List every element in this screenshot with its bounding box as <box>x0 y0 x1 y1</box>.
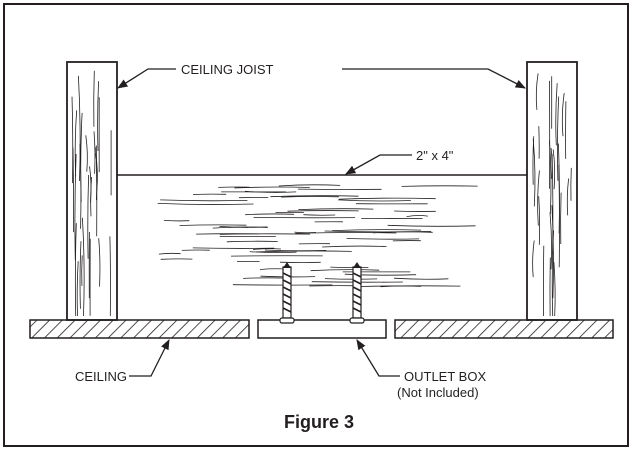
wood-grain-line <box>393 277 449 280</box>
wood-grain-line <box>551 153 554 255</box>
wood-grain-line <box>394 210 436 212</box>
wood-grain-line <box>344 273 417 276</box>
outlet-box <box>257 319 387 339</box>
wood-grain-line <box>346 238 420 240</box>
wood-grain-line <box>310 269 380 272</box>
wood-grain-line <box>93 131 96 174</box>
wood-grain-line <box>552 149 556 190</box>
wood-grain-line <box>330 266 369 269</box>
wood-grain-line <box>245 213 295 216</box>
wood-grain-line <box>566 178 569 216</box>
label-ceiling-joist: CEILING JOIST <box>181 62 274 77</box>
wood-grain-line <box>219 233 311 235</box>
wood-grain-line <box>160 199 248 202</box>
wood-grain-line <box>79 143 82 229</box>
wood-grain-line <box>79 241 82 309</box>
wood-grain-line <box>387 224 476 227</box>
wood-grain-line <box>555 83 558 146</box>
leader-ceiling-joist <box>117 68 526 89</box>
wood-grain-line <box>322 245 387 248</box>
wood-grain-line <box>109 236 111 317</box>
leader-ceiling <box>129 339 170 377</box>
wood-grain-line <box>324 230 432 233</box>
wood-grain-line <box>401 185 478 187</box>
leader-outlet-box <box>356 339 400 377</box>
wood-grain-line <box>71 96 74 184</box>
wood-grain-line <box>219 226 268 228</box>
label-two-by-four: 2" x 4" <box>416 148 454 163</box>
wood-grain-line <box>535 73 539 110</box>
wood-grain-line <box>339 197 436 200</box>
wood-grain-line <box>561 93 565 137</box>
wood-grain-line <box>557 96 560 181</box>
wood-grain-line <box>532 139 536 207</box>
wood-grain-line <box>179 224 247 226</box>
screw-left <box>279 262 295 324</box>
ceiling-joist-left <box>66 61 118 321</box>
wood-grain-line <box>537 170 540 226</box>
wood-grain-line <box>192 247 275 249</box>
wood-grain-line <box>74 110 78 177</box>
wood-grain-line <box>95 145 98 237</box>
figure-caption: Figure 3 <box>283 412 354 432</box>
wood-grain-line <box>278 184 341 187</box>
wood-grain-line <box>249 251 297 254</box>
wood-grain-line <box>298 208 374 210</box>
screw-right <box>349 262 365 324</box>
ceiling-joist-right <box>526 61 578 321</box>
wood-grain-line <box>270 195 359 198</box>
wood-grain-line <box>332 229 422 231</box>
wood-grain-line <box>256 250 352 253</box>
wood-grain-line <box>74 223 77 317</box>
wood-grain-line <box>72 147 74 233</box>
wood-grain-line <box>294 231 316 234</box>
wood-grain-line <box>553 261 556 317</box>
wood-grain-line <box>337 199 411 202</box>
leader-two-by-four <box>345 154 412 175</box>
wood-grain-line <box>87 174 89 259</box>
wood-grain-line <box>78 75 81 182</box>
wood-grain-line <box>303 214 336 216</box>
wood-grain-line <box>85 135 88 172</box>
wood-grain-line <box>532 240 535 278</box>
wood-grain-line <box>163 220 190 222</box>
wood-grain-line <box>157 203 254 205</box>
wood-grain-line <box>538 196 541 245</box>
wood-grain-line <box>243 277 286 279</box>
wood-grain-line <box>82 217 85 317</box>
wood-grain-line <box>281 196 339 198</box>
wood-grain-line <box>158 252 181 255</box>
wood-grain-line <box>234 186 310 189</box>
two-by-four-block <box>117 174 527 288</box>
wood-grain-line <box>226 240 278 243</box>
wood-grain-line <box>324 278 378 280</box>
label-outlet-box-note: (Not Included) <box>397 385 479 400</box>
wood-grain-line <box>97 81 99 152</box>
ceiling-drywall <box>29 319 614 339</box>
wood-grain-line <box>406 215 428 217</box>
label-ceiling: CEILING <box>75 369 128 384</box>
wood-grain-line <box>287 210 359 212</box>
wood-grain-line <box>549 212 552 270</box>
wood-grain-line <box>76 261 79 317</box>
wood-grain-line <box>380 285 422 288</box>
wood-grain-line <box>551 205 554 299</box>
label-outlet-box: OUTLET BOX <box>404 369 487 384</box>
wood-grain-line <box>98 238 101 287</box>
wood-grain-line <box>89 166 92 203</box>
wood-grain-line <box>95 153 98 191</box>
wood-grain-line <box>93 70 95 127</box>
wood-grain-line <box>558 143 560 234</box>
